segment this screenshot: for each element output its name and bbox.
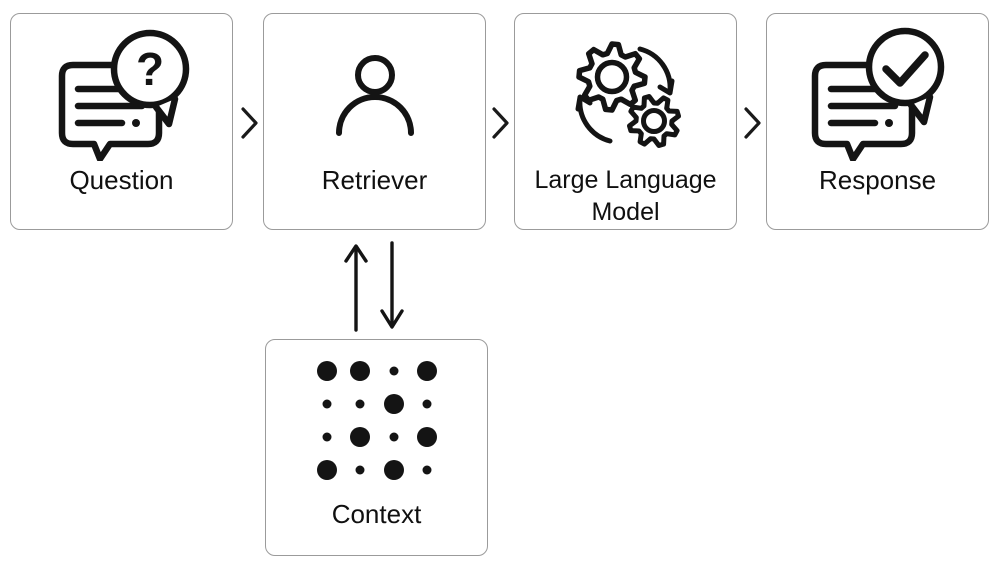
node-retriever-label: Retriever	[321, 165, 428, 195]
context-icon-wrap	[309, 352, 445, 488]
node-llm: Large Language Model	[514, 13, 737, 230]
chevron-right-icon	[744, 107, 761, 139]
node-response: Response	[766, 13, 989, 230]
dot-matrix-icon	[316, 360, 437, 480]
cycle-arrow-left	[575, 94, 612, 143]
gears-cycle-icon	[575, 40, 681, 148]
chevron-right-icon	[241, 107, 258, 139]
svg-text:?: ?	[135, 43, 163, 95]
node-context: Context	[265, 339, 488, 556]
cycle-arrow-right	[637, 46, 674, 95]
node-retriever: Retriever	[263, 13, 486, 230]
question-chat-bubble-icon: ?	[58, 29, 189, 161]
bidirectional-arrow-icon	[344, 241, 404, 332]
node-response-label: Response	[818, 165, 937, 195]
question-chat-icon: ?	[52, 26, 192, 162]
node-llm-label: Large Language Model	[534, 166, 717, 226]
node-context-label: Context	[331, 499, 422, 529]
llm-icon-wrap	[566, 26, 686, 162]
retriever-icon-wrap	[330, 26, 420, 162]
response-chat-icon	[805, 26, 950, 162]
node-question-label: Question	[69, 165, 174, 195]
person-icon	[335, 55, 414, 136]
response-check-bubble-icon	[811, 27, 945, 161]
node-question: ? Question	[10, 13, 233, 230]
chevron-right-icon	[492, 107, 509, 139]
